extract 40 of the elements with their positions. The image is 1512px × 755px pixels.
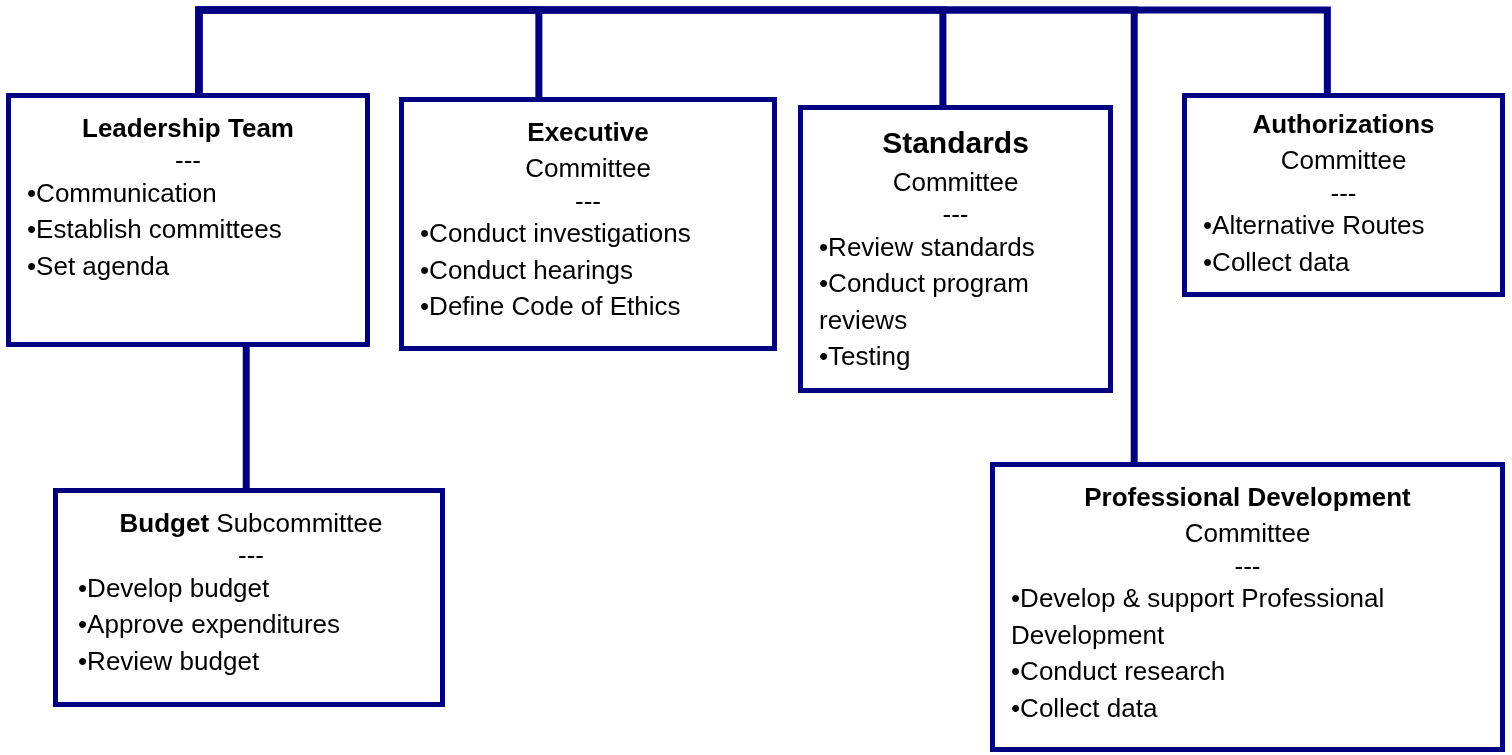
committee-box [6, 93, 370, 347]
committee-title: Leadership Team [81, 112, 295, 145]
separator-text: --- [1329, 178, 1358, 208]
bullet-item: •Develop budget [78, 572, 271, 605]
bullet-item: •Approve expenditures [78, 608, 342, 642]
bullet-item: •Develop & support Professional Development [1011, 582, 1386, 652]
bullet-item: •Set agenda [27, 249, 171, 283]
bullet-item: •Review budget [78, 644, 261, 678]
committee-subtitle: Committee [891, 166, 1020, 199]
connector-line [242, 347, 250, 488]
bullet-item: •Collect data [1203, 245, 1351, 279]
committee-title: Budget Subcommittee [118, 507, 384, 540]
bullet-item: •Review standards [819, 231, 1036, 264]
committee-box [53, 488, 445, 707]
committee-subtitle: Committee [1279, 144, 1408, 178]
committee-subtitle: Committee [1183, 517, 1312, 551]
bullet-item: •Define Code of Ethics [420, 290, 682, 324]
separator-text: --- [237, 541, 265, 570]
separator-text: --- [574, 186, 602, 216]
committee-title: Executive [526, 116, 650, 149]
bullet-item: •Testing [819, 340, 912, 374]
committee-box [990, 462, 1505, 752]
bullet-item: •Conduct program reviews [819, 267, 1030, 337]
bullet-item: •Establish committees [27, 213, 283, 247]
committee-subtitle: Committee [524, 152, 652, 186]
committee-title: Authorizations [1251, 108, 1436, 141]
bullet-item: •Conduct hearings [420, 253, 634, 287]
separator-text: --- [174, 146, 202, 175]
committee-box [798, 105, 1113, 393]
committee-box [1182, 93, 1505, 297]
separator-text: --- [941, 200, 970, 229]
separator-text: --- [1233, 551, 1262, 581]
bullet-item: •Alternative Routes [1203, 209, 1426, 243]
bullet-item: •Communication [27, 177, 218, 210]
committee-title: Standards [881, 125, 1030, 161]
bullet-item: •Conduct research [1011, 655, 1227, 689]
bullet-item: •Conduct investigations [420, 217, 692, 251]
committee-box [399, 97, 777, 351]
bullet-item: •Collect data [1011, 691, 1159, 725]
committee-title: Professional Development [1083, 481, 1412, 514]
